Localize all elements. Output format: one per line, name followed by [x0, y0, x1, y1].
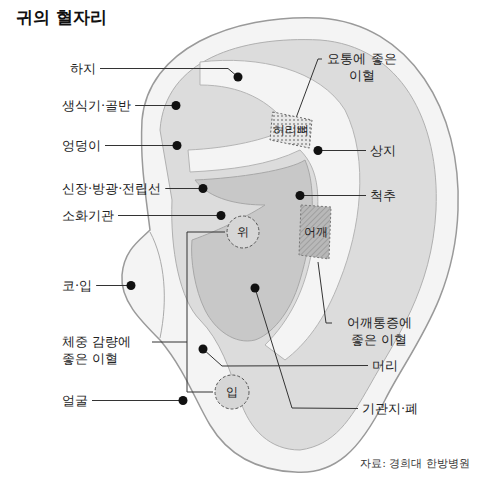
source-caption: 자료: 경희대 한방병원: [360, 456, 470, 471]
leader-line: [255, 288, 358, 409]
node-text: 위: [237, 225, 249, 239]
tragus: [150, 232, 164, 338]
node-text: 허리뼈: [273, 123, 309, 137]
acupoint-dot: [179, 396, 188, 405]
ear-outline: [122, 18, 458, 473]
acupoint-dot: [217, 211, 226, 220]
acupoint-dot: [199, 184, 208, 193]
point-label: 엉덩이: [62, 137, 101, 154]
scapha: [160, 40, 436, 450]
point-label: 소화기관: [62, 207, 114, 224]
point-label: 얼굴: [62, 392, 88, 409]
leader-line: [100, 69, 238, 78]
point-label: 신장·방광·전립선: [62, 180, 161, 197]
point-label: 체중 감량에 좋은 이혈: [62, 333, 148, 367]
acupoint-dot: [127, 281, 136, 290]
leader-line: [318, 262, 332, 323]
band-outline: [299, 205, 331, 259]
acupoint-circle: 입: [214, 374, 250, 410]
circle-outline: [227, 216, 259, 248]
leader-line: [152, 342, 187, 343]
point-label: 기관지·폐: [362, 400, 418, 417]
point-label: 어깨통증에 좋은 이혈: [336, 314, 422, 348]
point-label: 생식기·골반: [62, 97, 131, 114]
diagram-title: 귀의 혈자리: [16, 6, 107, 29]
leader-line: [300, 195, 366, 196]
acupoint-dot: [314, 146, 323, 155]
point-label: 코·입: [62, 277, 92, 294]
acupoint-dot: [172, 101, 181, 110]
leader-line: [296, 59, 322, 118]
acupoint-dot: [234, 73, 243, 82]
point-label: 요통에 좋은 이혈: [326, 50, 398, 84]
weight-bracket: [187, 232, 225, 392]
acupoint-dot: [173, 141, 182, 150]
concha: [192, 160, 313, 341]
point-label: 상지: [370, 142, 396, 159]
point-label: 하지: [70, 60, 96, 77]
leader-line: [165, 188, 203, 189]
node-text: 입: [226, 385, 238, 399]
point-label: 척추: [370, 187, 396, 204]
acupoint-band: 어깨: [299, 205, 333, 259]
leader-line: [92, 400, 183, 401]
leader-line: [203, 349, 368, 366]
leader-line: [118, 215, 221, 216]
acupoint-dot: [199, 345, 208, 354]
region-outline: [270, 112, 312, 148]
leader-line: [105, 145, 177, 146]
acupoint-dot: [296, 191, 305, 200]
acupoint-circle: 위: [226, 215, 260, 249]
acupoint-dot: [251, 284, 260, 293]
leader-line: [318, 150, 366, 151]
node-text: 어깨: [304, 225, 328, 239]
leader-line: [135, 105, 176, 106]
antihelix: [188, 60, 360, 360]
acupoint-region: 허리뼈: [268, 110, 314, 150]
leader-line: [96, 285, 131, 286]
point-label: 머리: [372, 357, 398, 374]
circle-outline: [215, 375, 249, 409]
